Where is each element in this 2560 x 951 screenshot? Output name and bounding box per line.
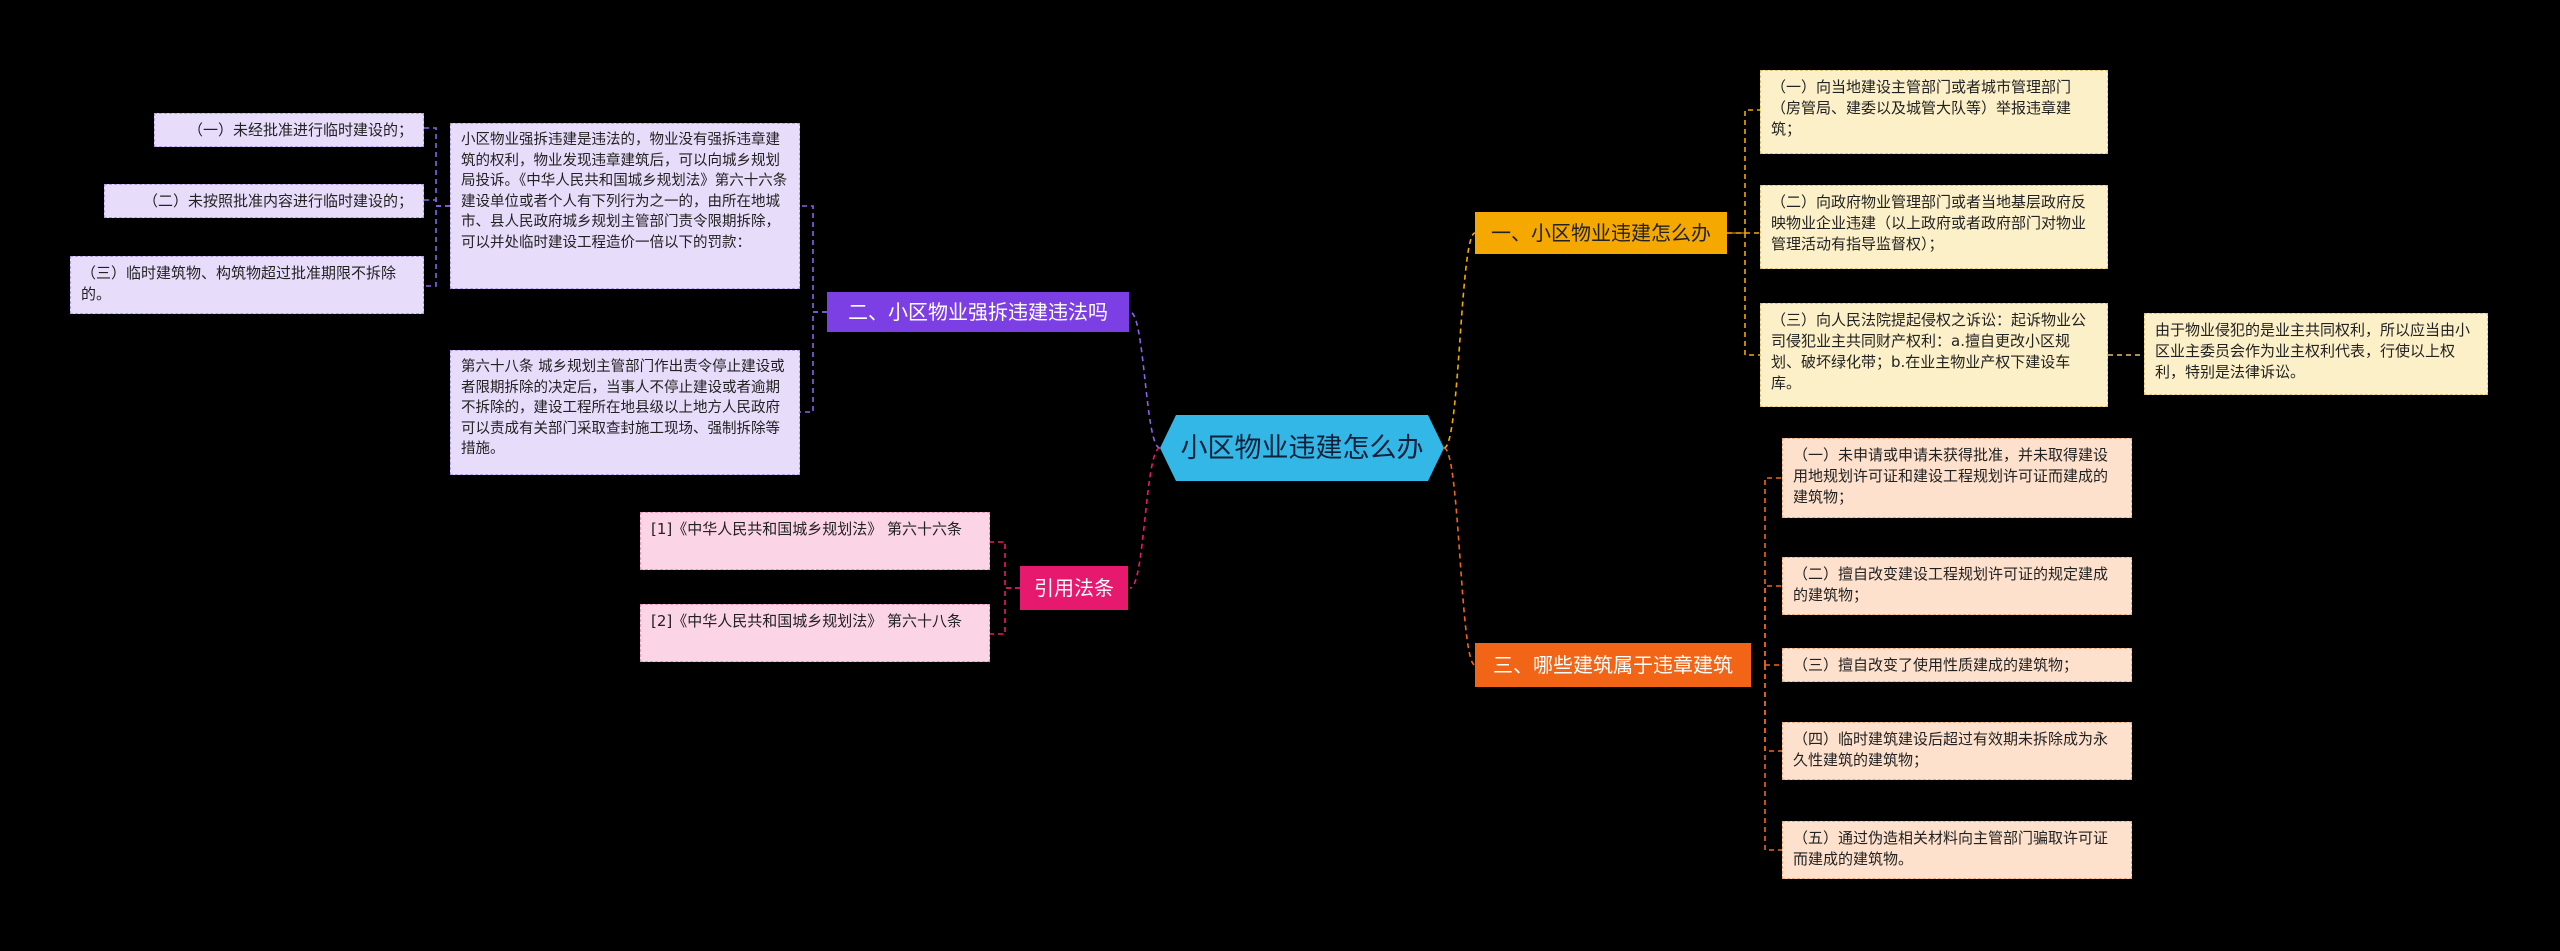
- article-68-text[interactable]: 第六十八条 城乡规划主管部门作出责令停止建设或者限期拆除的决定后，当事人不停止建…: [450, 350, 800, 475]
- illegal-type-2[interactable]: （二）擅自改变建设工程规划许可证的规定建成的建筑物；: [1782, 557, 2132, 615]
- action-lawsuit[interactable]: （三）向人民法院提起侵权之诉讼：起诉物业公司侵犯业主共同财产权利：a.擅自更改小…: [1760, 303, 2108, 407]
- branch-cited-laws[interactable]: 引用法条: [1020, 566, 1128, 610]
- illegal-type-4[interactable]: （四）临时建筑建设后超过有效期未拆除成为永久性建筑的建筑物；: [1782, 722, 2132, 780]
- illegal-type-5[interactable]: （五）通过伪造相关材料向主管部门骗取许可证而建成的建筑物。: [1782, 821, 2132, 879]
- central-topic[interactable]: 小区物业违建怎么办: [1160, 415, 1444, 481]
- sub-item-3[interactable]: （三）临时建筑物、构筑物超过批准期限不拆除的。: [70, 256, 424, 314]
- branch-illegal-demolition[interactable]: 二、小区物业强拆违建违法吗: [827, 292, 1129, 332]
- sub-item-2[interactable]: （二）未按照批准内容进行临时建设的；: [104, 184, 424, 218]
- action-report[interactable]: （一）向当地建设主管部门或者城市管理部门（房管局、建委以及城管大队等）举报违章建…: [1760, 70, 2108, 154]
- branch-illegal-buildings[interactable]: 三、哪些建筑属于违章建筑: [1475, 643, 1751, 687]
- citation-1[interactable]: [1]《中华人民共和国城乡规划法》 第六十六条: [640, 512, 990, 570]
- demolition-explanation[interactable]: 小区物业强拆违建是违法的，物业没有强拆违章建筑的权利，物业发现违章建筑后，可以向…: [450, 123, 800, 289]
- action-complain[interactable]: （二）向政府物业管理部门或者当地基层政府反映物业企业违建（以上政府或者政府部门对…: [1760, 185, 2108, 269]
- lawsuit-note[interactable]: 由于物业侵犯的是业主共同权利，所以应当由小区业主委员会作为业主权利代表，行使以上…: [2144, 313, 2488, 395]
- illegal-type-1[interactable]: （一）未申请或申请未获得批准，并未取得建设用地规划许可证和建设工程规划许可证而建…: [1782, 438, 2132, 518]
- illegal-type-3[interactable]: （三）擅自改变了使用性质建成的建筑物；: [1782, 648, 2132, 682]
- citation-2[interactable]: [2]《中华人民共和国城乡规划法》 第六十八条: [640, 604, 990, 662]
- branch-what-to-do[interactable]: 一、小区物业违建怎么办: [1475, 212, 1727, 254]
- sub-item-1[interactable]: （一）未经批准进行临时建设的；: [154, 113, 424, 147]
